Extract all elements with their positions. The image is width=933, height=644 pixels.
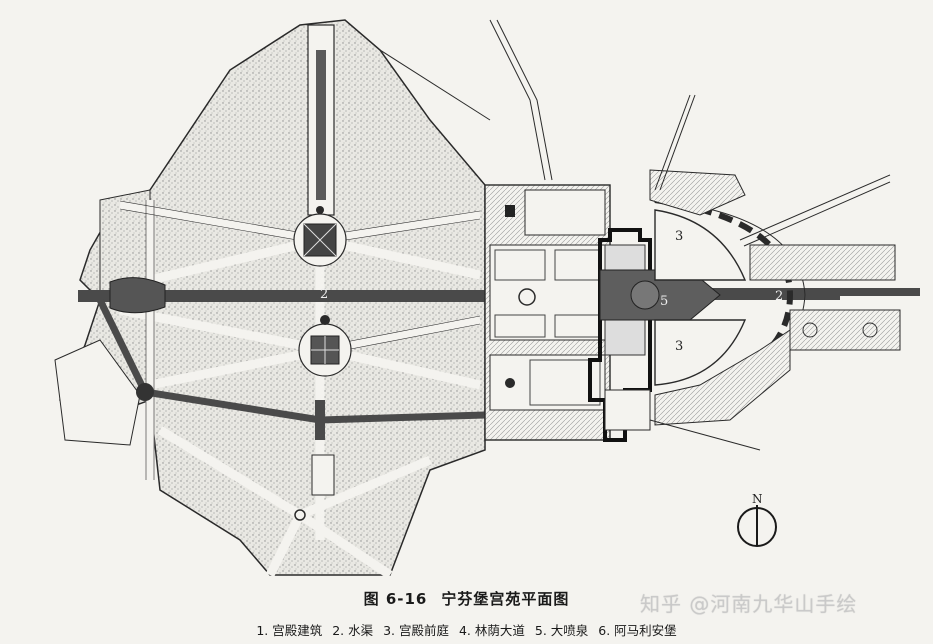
watermark: 知乎 @河南九华山手绘 (640, 592, 858, 616)
forecourt-north: 3 (654, 209, 747, 281)
north-arrow-label: N (752, 492, 763, 506)
figure-caption: 图 6-16 宁芬堡宫苑平面图 (0, 588, 933, 609)
outer-roads (379, 19, 891, 451)
north-arrow: N (737, 492, 777, 547)
label-forecourt-south: 3 (675, 339, 683, 354)
legend-item: 1. 宫殿建筑 (256, 623, 323, 638)
legend-item: 2. 水渠 (332, 623, 374, 638)
sw-meadow (54, 339, 141, 446)
label-forecourt-north: 3 (675, 229, 683, 244)
north-outbuildings (649, 169, 746, 216)
figure-title: 宁芬堡宫苑平面图 (441, 590, 570, 608)
legend: 1. 宫殿建筑 2. 水渠 3. 宫殿前庭 4. 林荫大道 5. 大喷泉 6. … (0, 620, 933, 639)
legend-item: 3. 宫殿前庭 (383, 623, 449, 638)
forecourt-south: 3 (654, 319, 747, 386)
main-canal (78, 277, 920, 314)
legend-item: 4. 林荫大道 (458, 623, 525, 638)
sw-canal (96, 298, 486, 424)
figure-number: 图 6-16 (363, 590, 428, 608)
label-fountain: 5 (660, 294, 668, 309)
great-fountain-basin: 5 (599, 269, 721, 321)
parterre-garden (484, 184, 611, 441)
label-canal-west: 2 (320, 287, 328, 302)
legend-item: 6. 阿马利安堡 (598, 623, 677, 638)
avenue-edges (119, 200, 481, 480)
south-roundel (298, 315, 352, 377)
label-canal-east: 2 (775, 289, 783, 304)
map-drawing: 5 3 3 2 2 N (54, 19, 920, 576)
east-gardens (749, 244, 901, 351)
north-roundel (293, 213, 347, 267)
south-pavilion (311, 454, 335, 496)
amalienburg-area (604, 389, 651, 431)
legend-item: 5. 大喷泉 (534, 623, 589, 638)
